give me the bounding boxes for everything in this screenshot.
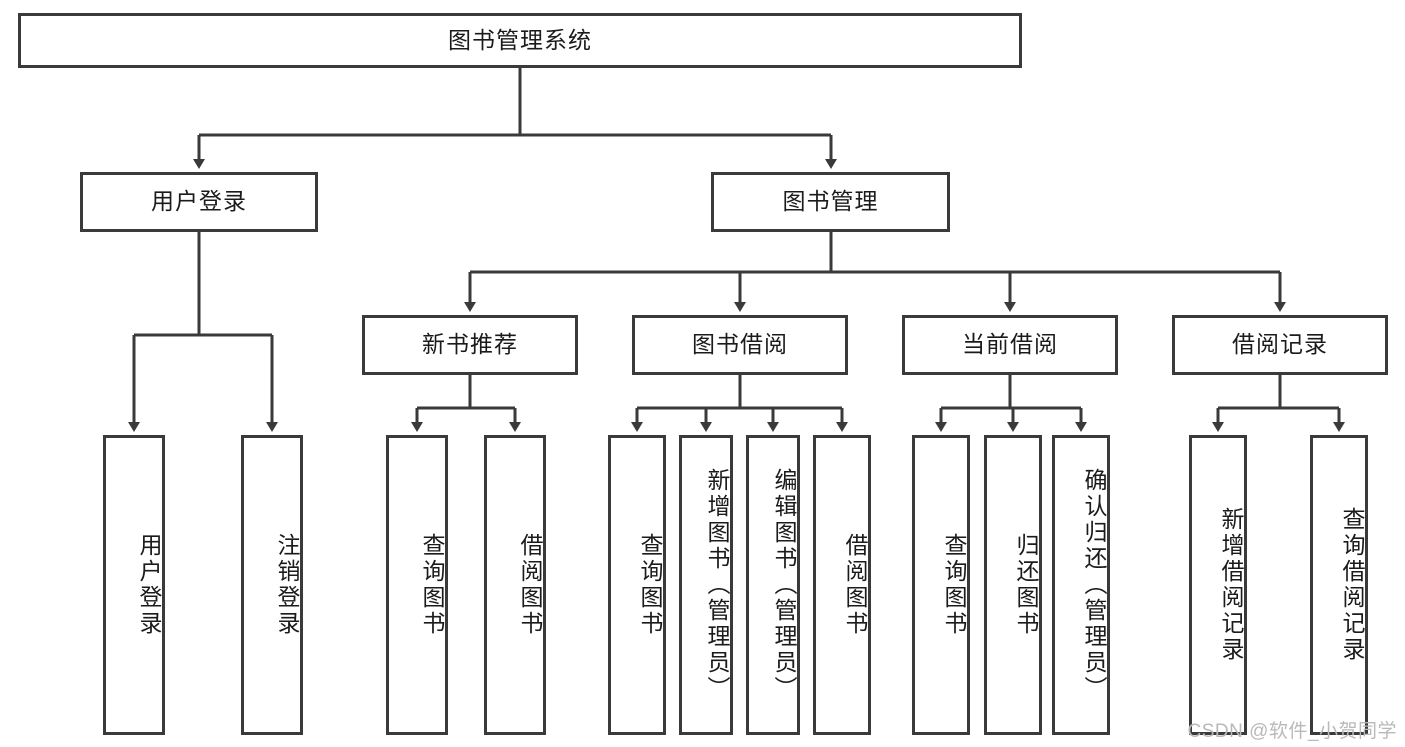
leaf-user-login[interactable]: 用户登录 <box>103 435 165 735</box>
leaf-add-record[interactable]: 新增借阅记录 <box>1189 435 1247 735</box>
node-book-borrow[interactable]: 图书借阅 <box>632 315 848 375</box>
node-new-book-recommend[interactable]: 新书推荐 <box>362 315 578 375</box>
node-borrow-record-label: 借阅记录 <box>1232 331 1328 358</box>
leaf-query-record-label: 查询借阅记录 <box>1339 507 1365 663</box>
leaf-confirm-return[interactable]: 确认归还（管理员） <box>1052 435 1110 735</box>
leaf-query-book-cb-label: 查询图书 <box>941 533 967 637</box>
leaf-borrow-book-bb[interactable]: 借阅图书 <box>813 435 871 735</box>
leaf-query-book-rec-label: 查询图书 <box>419 533 445 637</box>
node-borrow-record[interactable]: 借阅记录 <box>1172 315 1388 375</box>
leaf-logout-label: 注销登录 <box>274 533 300 637</box>
leaf-query-book-bb[interactable]: 查询图书 <box>608 435 666 735</box>
node-current-borrow-label: 当前借阅 <box>962 331 1058 358</box>
leaf-edit-book[interactable]: 编辑图书（管理员） <box>746 435 800 735</box>
leaf-logout[interactable]: 注销登录 <box>241 435 303 735</box>
node-current-borrow[interactable]: 当前借阅 <box>902 315 1118 375</box>
leaf-add-book-label: 新增图书（管理员） <box>704 468 730 702</box>
leaf-query-book-bb-label: 查询图书 <box>637 533 663 637</box>
leaf-query-record[interactable]: 查询借阅记录 <box>1310 435 1368 735</box>
node-book-manage-label: 图书管理 <box>782 188 879 215</box>
leaf-borrow-book-rec[interactable]: 借阅图书 <box>484 435 546 735</box>
node-book-manage[interactable]: 图书管理 <box>711 172 950 232</box>
leaf-user-login-label: 用户登录 <box>136 533 162 637</box>
leaf-add-book[interactable]: 新增图书（管理员） <box>679 435 733 735</box>
node-user-login[interactable]: 用户登录 <box>80 172 318 232</box>
leaf-borrow-book-bb-label: 借阅图书 <box>842 533 868 637</box>
leaf-return-book-label: 归还图书 <box>1013 533 1039 637</box>
leaf-add-record-label: 新增借阅记录 <box>1218 507 1244 663</box>
leaf-borrow-book-rec-label: 借阅图书 <box>517 533 543 637</box>
leaf-query-book-rec[interactable]: 查询图书 <box>386 435 448 735</box>
node-root-label: 图书管理系统 <box>448 26 592 53</box>
node-user-login-label: 用户登录 <box>151 188 247 215</box>
leaf-query-book-cb[interactable]: 查询图书 <box>912 435 970 735</box>
node-book-borrow-label: 图书借阅 <box>692 331 788 358</box>
leaf-return-book[interactable]: 归还图书 <box>984 435 1042 735</box>
leaf-edit-book-label: 编辑图书（管理员） <box>771 468 797 702</box>
node-new-book-recommend-label: 新书推荐 <box>422 331 518 358</box>
leaf-confirm-return-label: 确认归还（管理员） <box>1081 468 1107 702</box>
node-root[interactable]: 图书管理系统 <box>18 13 1022 68</box>
csdn-watermark: CSDN @软件_小贺同学 <box>1187 721 1397 742</box>
